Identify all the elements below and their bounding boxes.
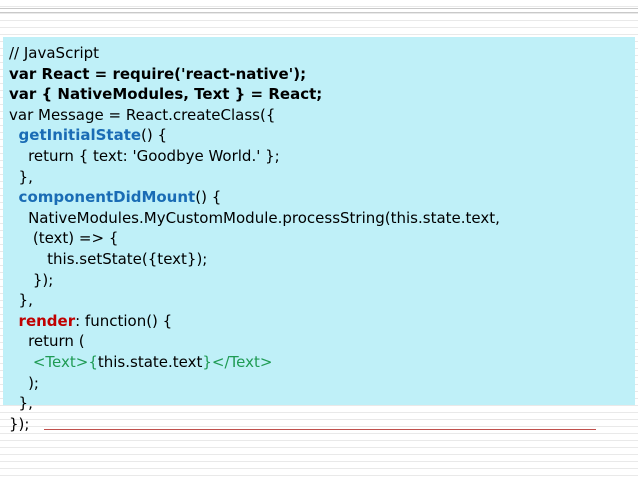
code-token: }, (9, 394, 33, 413)
code-token (9, 188, 19, 206)
code-token (9, 353, 33, 371)
code-line: var Message = React.createClass({ (9, 105, 635, 126)
code-token: }</Text> (202, 352, 273, 371)
code-line: ); (9, 373, 635, 394)
code-line: }); (9, 270, 635, 291)
code-line: (text) => { (9, 228, 635, 249)
code-line: }, (9, 393, 635, 414)
code-line: var React = require('react-native'); (9, 64, 635, 85)
code-line: NativeModules.MyCustomModule.processStri… (9, 208, 635, 229)
code-line: // JavaScript (9, 43, 635, 64)
code-lines: // JavaScript var React = require('react-… (9, 43, 635, 434)
code-token: }); (9, 414, 30, 433)
code-token: : function() { (75, 311, 173, 330)
code-token: var { NativeModules, Text } = React; (9, 85, 323, 104)
code-line: this.setState({text}); (9, 249, 635, 270)
code-token: this.state.text (97, 352, 203, 371)
code-block: // JavaScript var React = require('react-… (3, 37, 635, 433)
code-line: }, (9, 290, 635, 311)
top-strip (0, 8, 638, 9)
code-token: componentDidMount (18, 188, 196, 207)
code-token: render (18, 311, 76, 330)
code-token: var React = require('react-native'); (9, 64, 307, 83)
code-token: <Text>{ (32, 352, 98, 371)
footer-divider-line (44, 429, 596, 430)
code-token: ); (9, 373, 39, 392)
code-token (9, 126, 19, 144)
code-token: getInitialState (18, 126, 142, 145)
code-token: return { text: 'Goodbye World.' }; (9, 146, 280, 165)
code-line: }); (9, 414, 635, 435)
code-line: render: function() { (9, 311, 635, 332)
code-line: return { text: 'Goodbye World.' }; (9, 146, 635, 167)
code-token (9, 312, 19, 330)
code-line: }, (9, 167, 635, 188)
code-token: return ( (9, 332, 85, 351)
code-line: return ( (9, 331, 635, 352)
code-token: (text) => { (9, 229, 119, 248)
code-token: // JavaScript (9, 44, 100, 62)
code-token: NativeModules.MyCustomModule.processStri… (9, 208, 500, 227)
code-line: componentDidMount() { (9, 187, 635, 208)
code-token: () { (195, 188, 222, 207)
code-token: () { (141, 126, 168, 145)
code-token: this.setState({text}); (9, 249, 208, 268)
top-strip-secondary (0, 12, 638, 13)
code-token: }, (9, 291, 33, 310)
code-line: var { NativeModules, Text } = React; (9, 84, 635, 105)
code-line: getInitialState() { (9, 125, 635, 146)
code-token: var Message = React.createClass({ (9, 105, 276, 124)
code-token: }, (9, 167, 33, 186)
code-token: }); (9, 270, 54, 289)
code-line: <Text>{this.state.text}</Text> (9, 352, 635, 373)
